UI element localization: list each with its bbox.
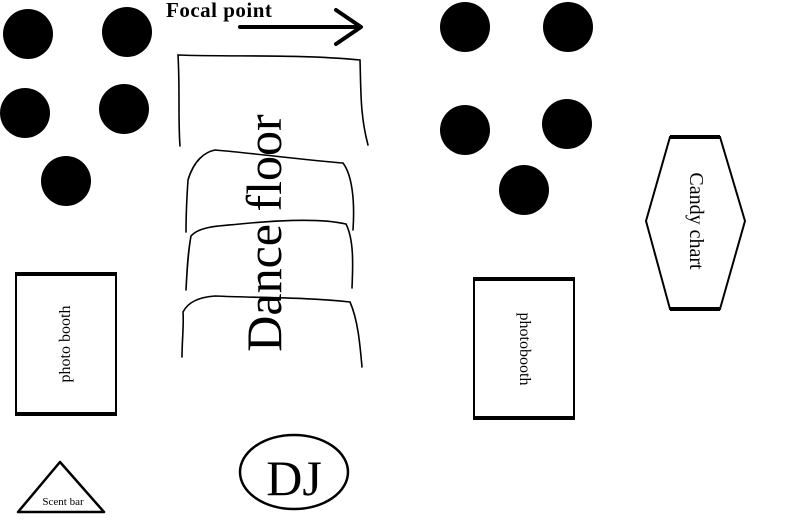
table-right-5 [499, 165, 549, 215]
dj-label: DJ [266, 450, 322, 506]
table-right-1 [440, 2, 490, 52]
photo-booth-left: photo booth [15, 272, 117, 416]
scent-bar-triangle [16, 460, 106, 514]
focal-arrow-icon [238, 8, 363, 46]
table-left-3 [0, 88, 50, 138]
table-left-4 [99, 84, 149, 134]
candy-chart-label: Candy chart [685, 172, 707, 270]
table-right-4 [542, 99, 592, 149]
dance-floor-outline [177, 54, 369, 368]
photo-booth-left-label: photo booth [57, 305, 74, 383]
focal-point-label: Focal point [166, 0, 273, 22]
table-left-2 [102, 7, 152, 57]
scent-bar-label: Scent bar [42, 496, 84, 508]
table-left-1 [3, 9, 53, 59]
table-left-5 [41, 156, 91, 206]
dance-floor-label: Dance floor [236, 114, 292, 352]
table-right-3 [440, 105, 490, 155]
dj-ellipse [238, 433, 350, 511]
table-right-2 [543, 2, 593, 52]
photo-booth-right-label: photobooth [516, 312, 533, 385]
photo-booth-right: photobooth [473, 277, 575, 420]
